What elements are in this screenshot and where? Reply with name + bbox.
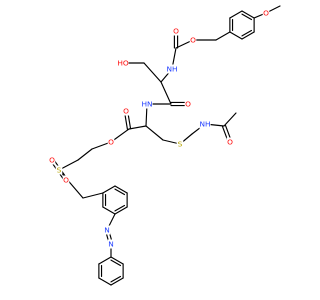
bond	[241, 31, 255, 40]
sulfone-sulfur-label: S	[57, 166, 62, 175]
label-background	[107, 137, 115, 147]
bond	[114, 204, 126, 212]
bond	[223, 112, 237, 127]
azo-nitrogen-label: N	[104, 226, 110, 235]
bond	[98, 277, 112, 286]
label-background	[166, 64, 178, 74]
sulfone-oxygen-label: O	[49, 156, 55, 165]
bond	[58, 169, 84, 199]
bond	[114, 185, 128, 194]
label-background	[103, 225, 111, 235]
ester-oxygen-label: O	[108, 138, 114, 147]
carbamate-ether-oxygen-label: O	[190, 36, 196, 45]
sulfone-oxygen-label: O	[63, 176, 69, 185]
bond	[241, 29, 253, 37]
label-background	[55, 165, 63, 175]
methoxy-oxygen-label: O	[263, 9, 269, 18]
bond	[241, 10, 255, 19]
bond	[110, 277, 124, 286]
bond	[215, 31, 231, 41]
label-background	[226, 137, 234, 147]
label-background	[107, 239, 115, 249]
acetamide-carbonyl-oxygen-label: O	[227, 138, 233, 147]
bond	[110, 275, 122, 283]
label-background	[184, 99, 192, 109]
bond	[114, 188, 126, 196]
bond	[241, 13, 253, 21]
thioether-sulfur-label: S	[178, 140, 183, 149]
amide-nh-label: HN	[141, 100, 152, 109]
bond	[128, 125, 147, 130]
bond	[102, 185, 116, 194]
carbamate-carbonyl-oxygen-label: O	[173, 27, 179, 36]
ester-carbonyl-oxygen-label: O	[123, 107, 129, 116]
bond	[229, 31, 243, 40]
bond	[160, 81, 172, 105]
bond	[98, 256, 112, 265]
bond	[229, 10, 243, 19]
label-background	[176, 139, 184, 149]
bond	[102, 206, 116, 215]
label-background	[122, 106, 130, 116]
bond	[110, 259, 122, 267]
label-background	[117, 58, 129, 68]
bond	[145, 125, 164, 141]
label-background	[141, 99, 153, 109]
hydroxyl-label: HO	[117, 59, 129, 68]
label-background	[189, 35, 197, 45]
label-background	[48, 155, 56, 165]
label-background	[172, 26, 180, 36]
label-background	[262, 8, 270, 18]
bond-layer	[50, 5, 281, 286]
bond	[82, 192, 104, 199]
bond	[77, 148, 93, 161]
label-background	[199, 119, 211, 129]
amide-carbonyl-oxygen-label: O	[185, 100, 191, 109]
label-background	[62, 175, 70, 185]
bond	[143, 62, 162, 83]
azo-nitrogen-label: N	[108, 240, 114, 249]
acetamide-nh-label: NH	[199, 120, 210, 129]
carbamate-nh-label: NH	[166, 65, 177, 74]
bond	[114, 206, 128, 215]
bond	[110, 256, 124, 265]
